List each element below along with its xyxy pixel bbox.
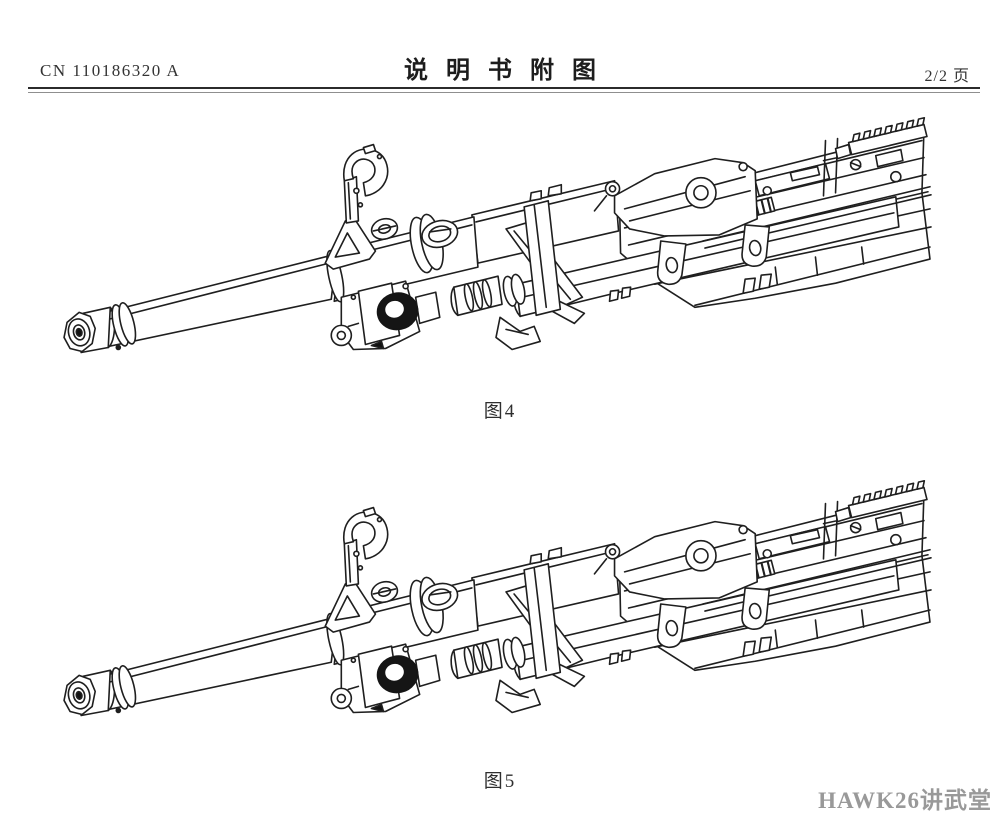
figure-4-caption: 图4 <box>483 401 517 422</box>
patent-number: CN 110186320 A <box>40 61 181 80</box>
machine-gun-line-art <box>62 116 933 354</box>
watermark: HAWK26讲武堂 <box>818 788 992 813</box>
page-title: 说明书附图 <box>404 57 614 84</box>
figure-5-caption: 图5 <box>483 771 517 792</box>
machine-gun-line-art <box>62 479 933 717</box>
figure-4-drawing <box>52 100 936 382</box>
page-indicator: 2/2 页 <box>924 68 970 85</box>
header-rule <box>28 87 980 93</box>
figure-5-drawing <box>52 463 936 745</box>
